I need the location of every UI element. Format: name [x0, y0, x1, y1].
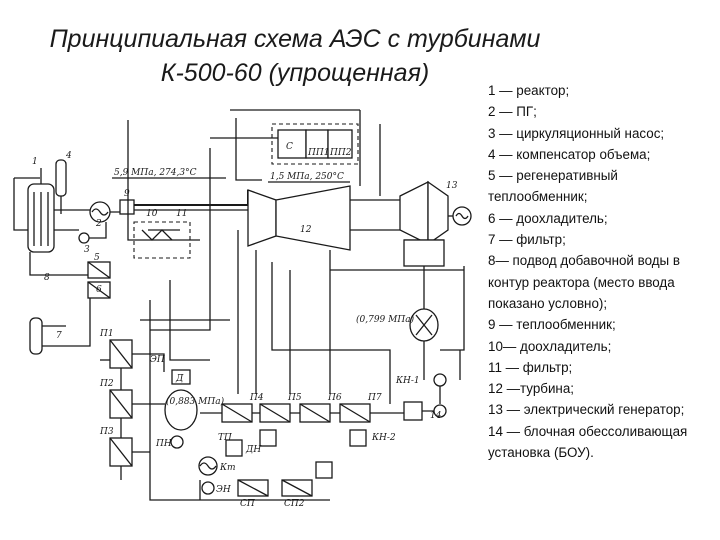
d-label: Д: [175, 374, 184, 384]
ep-label: ЭП: [150, 355, 165, 365]
reference-numbers: 1 2 3 4 5 6 7 8 9 10 11 12 13 14: [32, 151, 458, 421]
legend-item: 13 — электрический генератор;: [488, 402, 685, 418]
pp2-label: ПП2: [329, 148, 352, 158]
lp-heaters-row: П4 П5 П6 П7: [200, 393, 404, 423]
p3-label: П3: [99, 427, 114, 437]
kn2-label: КН-2: [371, 433, 396, 443]
ref-12: 12: [300, 225, 312, 235]
legend-item: 6 — доохладитель;: [488, 210, 608, 226]
ref-7: 7: [56, 331, 62, 341]
pressure-feed: (0,799 МПа): [356, 314, 415, 325]
legend-item: 1 — реактор;: [488, 83, 570, 98]
ref-10: 10: [146, 209, 158, 219]
legend-item: 4 — компенсатор объема;: [488, 146, 651, 162]
hp-heaters-stack: П1 П2 П3: [99, 329, 133, 480]
ref-1: 1: [32, 157, 38, 167]
legend-item: 12 —турбина;: [488, 381, 574, 397]
steam-generator: [89, 201, 111, 223]
legend-item: 5 — регенеративный теплообменник;: [488, 168, 622, 205]
electric-pump: [201, 481, 215, 495]
deaerator: (0,883 МПа) Д ЭП: [150, 355, 225, 431]
filter-7: [29, 298, 91, 355]
legend-item: 3 — циркуляционный насос;: [488, 125, 665, 141]
sp2-label: СП2: [284, 499, 305, 509]
legend: 1 — реактор; 2 — ПГ; 3 — циркуляционный на…: [488, 80, 720, 463]
regenerative-exchangers: [87, 261, 111, 299]
bou-block: [403, 401, 423, 421]
circulation-pump: [78, 232, 90, 244]
cooler-filter-10-11: [133, 221, 191, 259]
en-label: ЭН: [216, 485, 231, 495]
p5-label: П5: [287, 393, 302, 403]
lp-turbine: [399, 180, 449, 267]
legend-item: 2 — ПГ;: [488, 104, 537, 120]
ref-6: 6: [96, 285, 102, 295]
turbine-drive: Кт: [198, 456, 236, 476]
separator-reheater: С ПП1 ПП2: [271, 123, 359, 165]
ref-3: 3: [84, 245, 90, 255]
volume-compensator: [55, 159, 67, 214]
sp-label: СП: [240, 499, 255, 509]
condensate-pump-1: [433, 373, 447, 387]
p7-label: П7: [367, 393, 382, 403]
steam-params-lp: 1,5 МПа, 250°С: [270, 172, 344, 182]
steam-params-hp: 5,9 МПа, 274,3°С: [114, 168, 197, 178]
ref-13: 13: [446, 181, 458, 191]
legend-item: 9 — теплообменник;: [488, 317, 616, 333]
drain-coolers: ДН КН-2: [225, 429, 396, 479]
kt-label: Кт: [219, 463, 236, 473]
ref-4: 4: [65, 151, 72, 161]
ref-14: 14: [430, 411, 442, 421]
pp1-label: ПП1: [307, 148, 329, 158]
separator-label: С: [286, 142, 293, 152]
ref-9: 9: [124, 189, 130, 199]
p6-label: П6: [327, 393, 342, 403]
title-line-1: Принципиальная схема АЭС с турбинами: [49, 25, 541, 53]
condenser-exchanger: [409, 266, 439, 380]
p2-label: П2: [99, 379, 114, 389]
ref-8: 8: [44, 273, 50, 283]
feed-pump: [170, 435, 184, 449]
steam-coolers: СП СП2: [237, 479, 313, 509]
generator: [448, 206, 472, 226]
p4-label: П4: [249, 393, 264, 403]
legend-item: 8— подвод добавочной воды в контур реакт…: [488, 253, 684, 311]
dn-label: ДН: [245, 445, 261, 455]
legend-item: 7 — фильтр;: [488, 232, 566, 248]
legend-item: 14 — блочная обессоливающая установка (Б…: [488, 423, 692, 461]
legend-item: 11 — фильтр;: [488, 359, 573, 375]
page-title: Принципиальная схема АЭС с турбинами К-5…: [0, 22, 590, 90]
ref-11: 11: [176, 209, 187, 219]
pn-label: ПН: [155, 439, 172, 449]
hp-turbine: [247, 185, 351, 251]
p1-label: П1: [99, 329, 114, 339]
deaerator-pressure-label: (0,883 МПа): [166, 396, 225, 407]
ref-2: 2: [95, 219, 102, 229]
reactor: [27, 168, 55, 253]
legend-item: 10— доохладитель;: [488, 338, 612, 354]
tp-label: ТП: [218, 433, 232, 443]
kn1-label: КН-1: [395, 376, 420, 386]
ref-5: 5: [94, 253, 100, 263]
title-line-2: К-500-60 (упрощенная): [160, 59, 430, 87]
